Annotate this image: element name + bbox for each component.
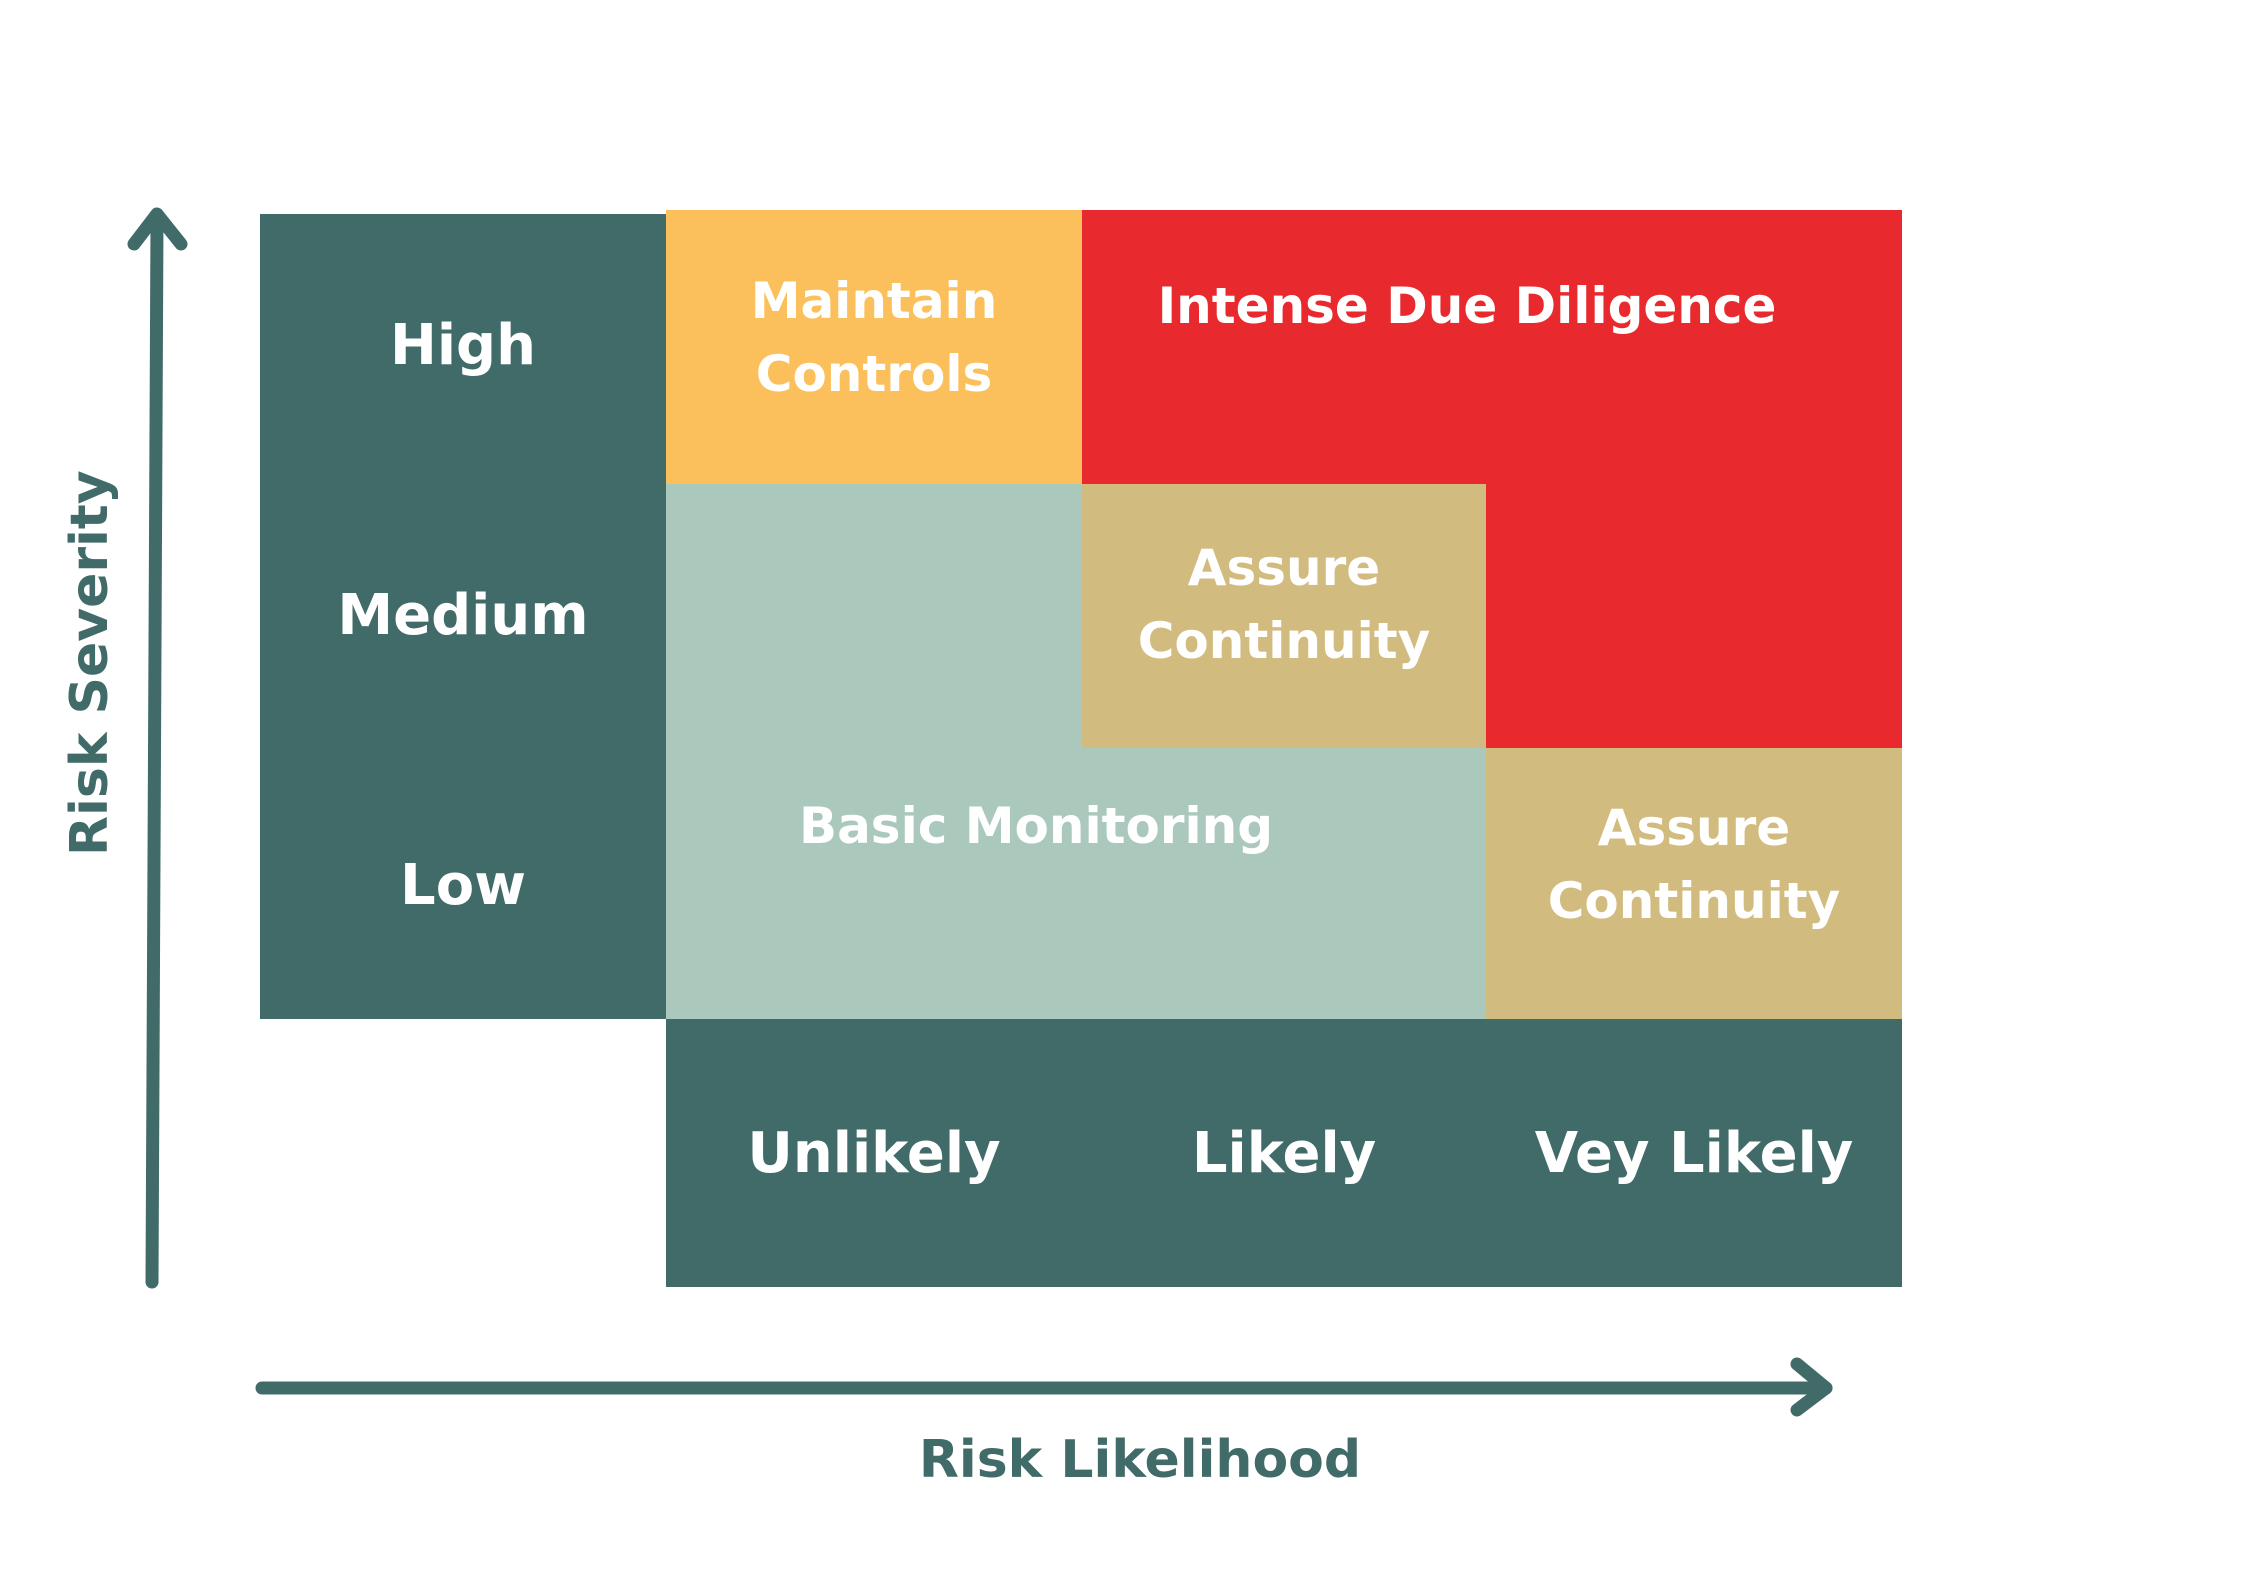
x-axis-title: Risk Likelihood: [918, 1430, 1362, 1490]
y-axis-line: [145, 211, 164, 1289]
severity-labels-column: [260, 214, 666, 1019]
maintain-controls-label: Maintain Controls: [750, 272, 998, 403]
basic-monitoring-label: Basic Monitoring: [798, 797, 1274, 855]
x-axis-arrowhead: [1790, 1357, 1833, 1417]
severity-low-label: Low: [400, 852, 526, 918]
zone-intense-due-diligence-right: [1486, 484, 1902, 748]
y-axis-arrowhead: [127, 207, 188, 251]
zone-intense-due-diligence-top: [1082, 210, 1902, 484]
likelihood-labels-row: [666, 1019, 1902, 1287]
y-axis-title: Risk Severity: [60, 470, 120, 856]
severity-high-label: High: [389, 312, 536, 378]
likelihood-likely-label: Likely: [1191, 1120, 1377, 1186]
severity-medium-label: Medium: [337, 582, 589, 648]
assure-continuity-low-label: Assure Continuity: [1547, 799, 1841, 930]
zone-assure-continuity-medium: [1082, 484, 1486, 748]
zone-assure-continuity-low: [1486, 748, 1902, 1019]
zone-maintain-controls: [666, 210, 1082, 484]
likelihood-very-likely-label: Vey Likely: [1534, 1120, 1854, 1186]
likelihood-unlikely-label: Unlikely: [747, 1120, 1001, 1186]
intense-due-diligence-label: Intense Due Diligence: [1157, 277, 1777, 335]
assure-continuity-medium-label: Assure Continuity: [1137, 539, 1431, 670]
